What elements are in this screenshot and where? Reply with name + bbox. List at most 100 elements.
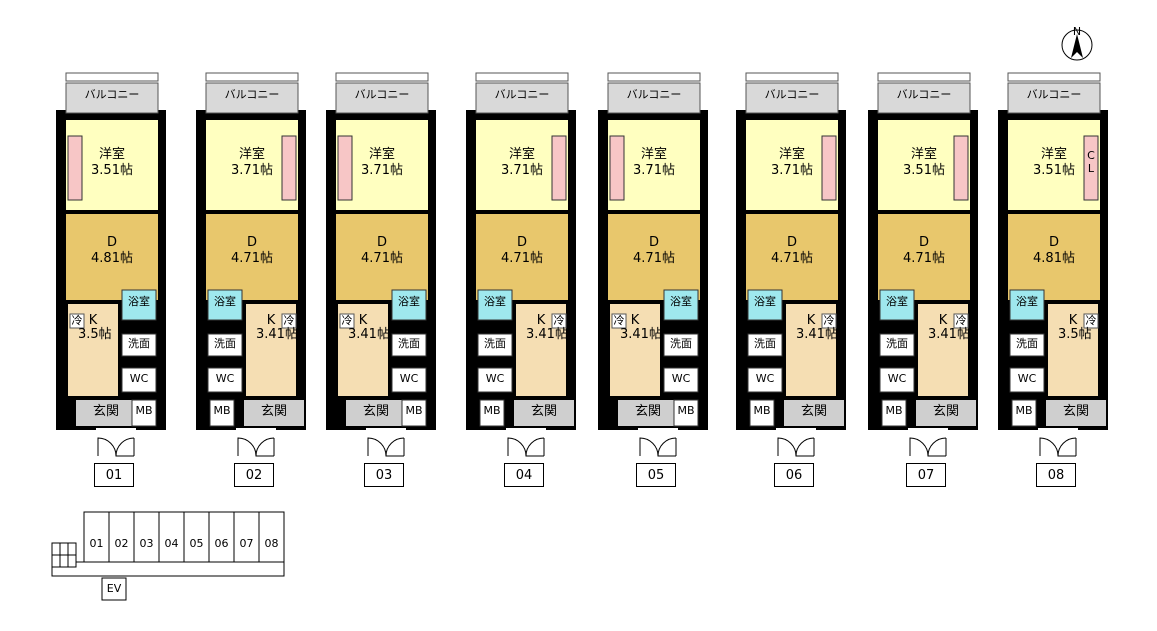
balcony-label: バルコニー bbox=[1026, 88, 1082, 101]
balcony bbox=[335, 82, 429, 114]
dining-room bbox=[1008, 214, 1100, 300]
wc-label: WC bbox=[399, 372, 419, 385]
wc-label: WC bbox=[129, 372, 149, 385]
dining-size: 4.71帖 bbox=[633, 251, 675, 266]
mb-label: MB bbox=[677, 404, 695, 417]
mb-label: MB bbox=[483, 404, 501, 417]
balcony bbox=[607, 82, 701, 114]
closet-label: C L bbox=[1087, 149, 1095, 175]
balcony-rail bbox=[877, 72, 971, 82]
keymap-ev bbox=[101, 577, 127, 601]
unit-number-box: 04 bbox=[504, 463, 544, 487]
bedroom-size: 3.51帖 bbox=[91, 163, 133, 178]
fridge-label: 冷 bbox=[341, 314, 353, 327]
dining-size: 4.71帖 bbox=[501, 251, 543, 266]
bathroom bbox=[663, 289, 699, 321]
keymap-unit-label: 04 bbox=[164, 537, 179, 550]
toilet-room bbox=[391, 367, 427, 393]
toilet-room bbox=[879, 367, 915, 393]
closet bbox=[953, 135, 969, 201]
toilet-room bbox=[121, 367, 157, 393]
dining-size: 4.71帖 bbox=[903, 251, 945, 266]
keymap-unit-label: 08 bbox=[264, 537, 279, 550]
unit-number-box: 05 bbox=[636, 463, 676, 487]
washroom bbox=[207, 333, 243, 357]
kitchen-label: K bbox=[266, 313, 276, 328]
bedroom-label: 洋室 bbox=[368, 147, 395, 162]
door-swing-right bbox=[1057, 437, 1077, 457]
bedroom-size: 3.51帖 bbox=[1033, 163, 1075, 178]
closet bbox=[821, 135, 837, 201]
bath-label: 浴室 bbox=[398, 295, 420, 308]
kitchen-label: K bbox=[358, 313, 368, 328]
washroom bbox=[879, 333, 915, 357]
balcony-label: バルコニー bbox=[494, 88, 550, 101]
toilet-room bbox=[477, 367, 513, 393]
entrance-label: 玄関 bbox=[1062, 404, 1089, 419]
toilet-room bbox=[207, 367, 243, 393]
balcony-rail bbox=[335, 72, 429, 82]
wash-label: 洗面 bbox=[886, 337, 908, 350]
keymap-unit-label: 03 bbox=[139, 537, 154, 550]
entrance bbox=[244, 400, 304, 426]
unit-number-box: 03 bbox=[364, 463, 404, 487]
washroom bbox=[121, 333, 157, 357]
kitchen-size: 3.5帖 bbox=[78, 327, 112, 342]
bedroom-size: 3.71帖 bbox=[501, 163, 543, 178]
mb-label: MB bbox=[405, 404, 423, 417]
entrance bbox=[784, 400, 844, 426]
mb-label: MB bbox=[885, 404, 903, 417]
bath-label: 浴室 bbox=[886, 295, 908, 308]
kitchen-label: K bbox=[88, 313, 98, 328]
bath-label: 浴室 bbox=[484, 295, 506, 308]
fridge bbox=[1083, 313, 1099, 329]
dining-label: D bbox=[106, 235, 117, 250]
fridge-label: 冷 bbox=[955, 314, 967, 327]
dining-label: D bbox=[786, 235, 797, 250]
closet bbox=[337, 135, 353, 201]
mb-box bbox=[881, 399, 907, 427]
door-swing-right bbox=[795, 437, 815, 457]
washroom bbox=[1009, 333, 1045, 357]
bedroom-label: 洋室 bbox=[98, 147, 125, 162]
wash-label: 洗面 bbox=[128, 337, 150, 350]
kitchen-size: 3.5帖 bbox=[1058, 327, 1092, 342]
fridge bbox=[821, 313, 837, 329]
bath-label: 浴室 bbox=[128, 295, 150, 308]
balcony-rail bbox=[1007, 72, 1101, 82]
dining-size: 4.71帖 bbox=[771, 251, 813, 266]
kitchen-size: 3.41帖 bbox=[348, 327, 390, 342]
keymap-unit-label: 02 bbox=[114, 537, 129, 550]
bathroom bbox=[1009, 289, 1045, 321]
dining-label: D bbox=[1048, 235, 1059, 250]
bedroom-label: 洋室 bbox=[640, 147, 667, 162]
balcony-label: バルコニー bbox=[764, 88, 820, 101]
mb-label: MB bbox=[753, 404, 771, 417]
dining-label: D bbox=[516, 235, 527, 250]
mb-label: MB bbox=[213, 404, 231, 417]
mb-box bbox=[1011, 399, 1037, 427]
compass-arrow bbox=[1071, 34, 1083, 58]
balcony bbox=[65, 82, 159, 114]
bathroom bbox=[121, 289, 157, 321]
bedroom-label: 洋室 bbox=[508, 147, 535, 162]
closet bbox=[281, 135, 297, 201]
balcony bbox=[877, 82, 971, 114]
keymap-unit-label: 05 bbox=[189, 537, 204, 550]
fridge bbox=[69, 313, 85, 329]
balcony-rail bbox=[65, 72, 159, 82]
bedroom-size: 3.71帖 bbox=[633, 163, 675, 178]
dining-room bbox=[746, 214, 838, 300]
door-swing-right bbox=[385, 437, 405, 457]
washroom bbox=[477, 333, 513, 357]
bath-label: 浴室 bbox=[670, 295, 692, 308]
kitchen-label: K bbox=[630, 313, 640, 328]
wash-label: 洗面 bbox=[670, 337, 692, 350]
unit-number-box: 08 bbox=[1036, 463, 1076, 487]
keymap-cell bbox=[158, 511, 185, 563]
door-swing-right bbox=[115, 437, 135, 457]
balcony-label: バルコニー bbox=[224, 88, 280, 101]
balcony-rail bbox=[607, 72, 701, 82]
door-swing-right bbox=[927, 437, 947, 457]
